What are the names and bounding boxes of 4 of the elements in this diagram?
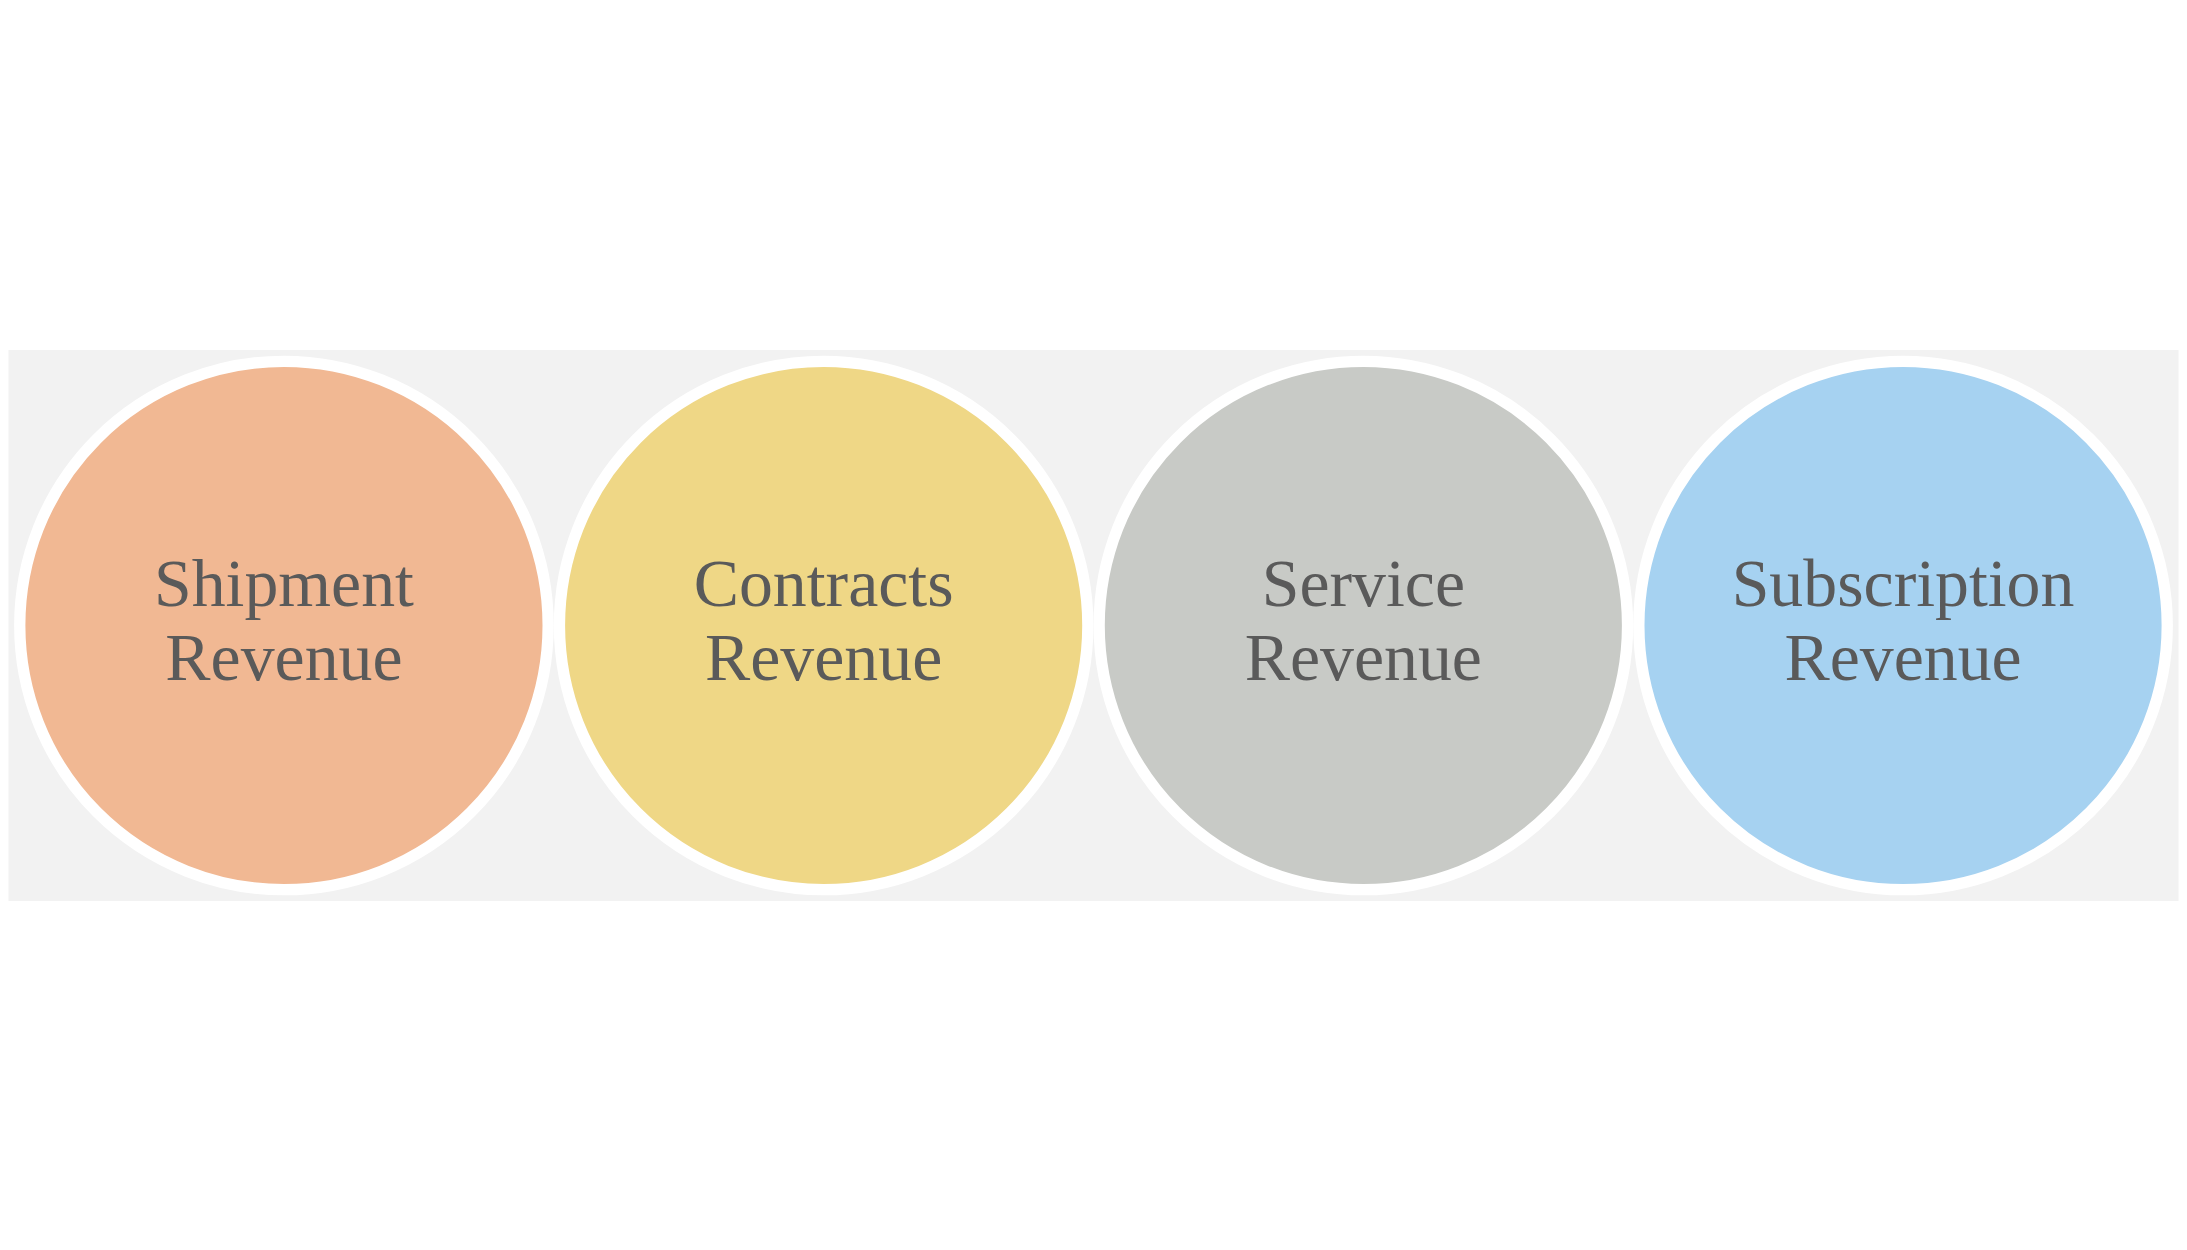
node-circle: Shipment Revenue xyxy=(14,355,554,895)
node-circle: Subscription Revenue xyxy=(1633,355,2173,895)
node-circle: Service Revenue xyxy=(1093,355,1634,895)
node-circle: Contracts Revenue xyxy=(553,355,1094,895)
